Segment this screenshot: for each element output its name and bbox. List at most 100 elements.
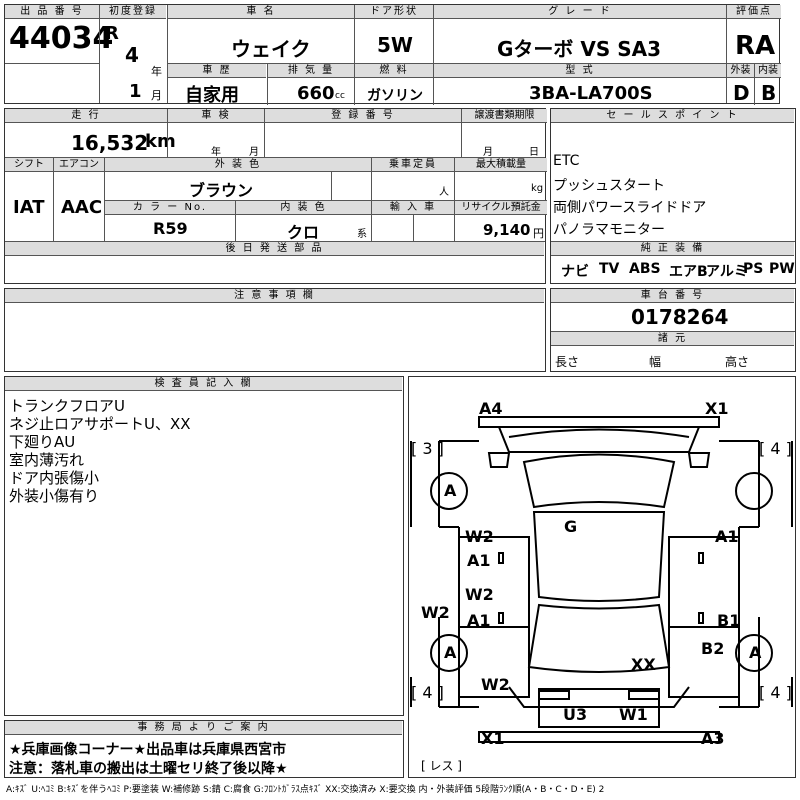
mark-tire-fl: A: [444, 481, 457, 500]
inspector-line-4: 室内薄汚れ: [9, 451, 85, 469]
legend: A:ｷｽﾞ U:ﾍｺﾐ B:ｷｽﾞを伴うﾍｺﾐ P:要塗装 W:補修跡 S:錆 …: [6, 785, 605, 795]
notes-section: 注 意 事 項 欄: [4, 288, 546, 372]
width-label: 幅: [649, 355, 662, 369]
mark-x1-top: X1: [705, 399, 729, 418]
mark-w1: W1: [619, 705, 648, 724]
exterior-label: 外装: [727, 64, 754, 78]
sales-point-3: 両側パワースライドドア: [553, 200, 707, 216]
equipment-label: 純 正 装 備: [551, 242, 794, 256]
mark-x1-bottom: X1: [481, 729, 505, 748]
capacity-unit: 人: [439, 187, 449, 198]
mark-g: G: [564, 517, 578, 536]
import-label: 輸 入 車: [372, 201, 454, 215]
tire-fl-label: [ 3 ]: [411, 439, 444, 458]
chassis-section: 車 台 番 号 0178264 諸 元 長さ 幅 高さ: [550, 288, 796, 372]
mark-xx: XX: [631, 655, 656, 674]
fuel: ガソリン: [367, 88, 423, 104]
transfer-day-unit: 日: [529, 147, 539, 158]
mark-tire-rr: A: [749, 643, 762, 662]
mark-w2-side: W2: [421, 603, 450, 622]
equip-airbag: エアB: [669, 264, 708, 280]
dims-label: 諸 元: [551, 332, 794, 346]
transfer-month-unit: 月: [483, 147, 493, 158]
mark-a1-r: A1: [715, 527, 739, 546]
tire-rl-label: [ 4 ]: [411, 683, 444, 702]
grade-label: グ レ ー ド: [434, 5, 726, 19]
equip-tv: TV: [599, 261, 620, 277]
color-no: R59: [153, 219, 188, 238]
mark-b2: B2: [701, 639, 725, 658]
model-type: 3BA-LA700S: [529, 83, 653, 104]
office-line-2: 注意：落札車の搬出は土曜セリ終了後以降★: [9, 761, 288, 777]
sales-point-4: パノラマモニター: [553, 222, 665, 238]
equip-pw: PW: [769, 261, 795, 277]
era: R: [105, 23, 119, 44]
first-reg-label: 初度登録: [100, 5, 166, 19]
equip-ps: PS: [743, 261, 764, 277]
header-section: 出 品 番 号 44034 初度登録 R 4 年 1 月 車 名 ウェイク ドア…: [4, 4, 781, 106]
mark-a3: A3: [701, 729, 725, 748]
mark-a1-1: A1: [467, 551, 491, 570]
mark-tire-rl: A: [444, 643, 457, 662]
color-label: 外 装 色: [105, 158, 371, 172]
mark-w2-1: W2: [465, 527, 494, 546]
month-unit: 月: [151, 89, 162, 102]
mark-w2-rear: W2: [481, 675, 510, 694]
inspector-line-5: ドア内張傷小: [9, 469, 100, 487]
interior-color-label: 内 装 色: [236, 201, 371, 215]
mileage: 16,532: [71, 131, 149, 155]
equip-alloy: アルミ: [706, 264, 748, 280]
recycle-unit: 円: [533, 227, 544, 240]
ac: AAC: [61, 197, 103, 218]
inspector-line-3: 下廻りAU: [9, 433, 76, 451]
tire-rr-label: [ 4 ]: [759, 683, 792, 702]
displacement: 660: [297, 83, 335, 104]
load-label: 最大積載量: [455, 158, 547, 172]
type-label: 型 式: [434, 64, 726, 78]
insp-month-unit: 月: [249, 147, 259, 158]
insp-year-unit: 年: [211, 147, 221, 158]
year-unit: 年: [151, 65, 162, 78]
mark-b1: B1: [717, 611, 741, 630]
height-label: 高さ: [725, 355, 750, 369]
ac-label: エアコン: [54, 158, 104, 172]
interior-label: 内装: [755, 64, 781, 78]
shift-label: シフト: [5, 158, 53, 172]
lot-label: 出 品 番 号: [5, 5, 99, 19]
mark-u3: U3: [563, 705, 588, 724]
plate-label: 登 録 番 号: [265, 109, 461, 123]
color: ブラウン: [189, 181, 254, 200]
notes-label: 注 意 事 項 欄: [5, 289, 544, 303]
inspector-line-1: トランクフロアU: [9, 397, 125, 415]
interior-color: クロ: [287, 223, 320, 242]
recycle-label: リサイクル預託金: [455, 201, 547, 215]
spare-tire-label: [ レス ]: [421, 759, 462, 773]
fuel-label: 燃 料: [355, 64, 433, 78]
year: 4: [125, 43, 139, 67]
load-unit: kg: [531, 183, 544, 194]
equip-navi: ナビ: [561, 264, 589, 280]
chassis-number: 0178264: [631, 305, 729, 329]
chassis-label: 車 台 番 号: [551, 289, 794, 303]
interior-grade: B: [761, 81, 777, 105]
exterior-grade: D: [733, 81, 750, 105]
grade: Gターボ VS SA3: [497, 37, 662, 61]
tire-fr-label: [ 4 ]: [759, 439, 792, 458]
equip-abs: ABS: [629, 261, 661, 277]
office-line-1: ★兵庫画像コーナー★出品車は兵庫県西宮市: [9, 742, 287, 758]
door-label: ドア形状: [355, 5, 433, 19]
model-label: 車 名: [168, 5, 354, 19]
office-section: 事 務 局 よ り ご 案 内 ★兵庫画像コーナー★出品車は兵庫県西宮市 注意：…: [4, 720, 404, 778]
door-type: 5W: [377, 33, 413, 57]
score-label: 評価点: [727, 5, 781, 19]
mark-a1-2: A1: [467, 611, 491, 630]
sales-point-1: ETC: [553, 153, 580, 169]
damage-diagram: A4 X1 [ 3 ] [ 4 ] A G W2 A1 A1 W2 A1 W2 …: [408, 376, 796, 778]
history: 自家用: [185, 85, 239, 106]
length-label: 長さ: [555, 355, 580, 369]
inspector-line-2: ネジ止ロアサポートU、XX: [9, 415, 191, 433]
sales-points: セ ー ル ス ポ イ ン ト ETC プッシュスタート 両側パワースライドドア…: [550, 108, 796, 284]
sales-point-2: プッシュスタート: [553, 178, 665, 194]
inspector-label: 検 査 員 記 入 欄: [5, 377, 402, 391]
later-label: 後 日 発 送 部 品: [5, 242, 544, 256]
